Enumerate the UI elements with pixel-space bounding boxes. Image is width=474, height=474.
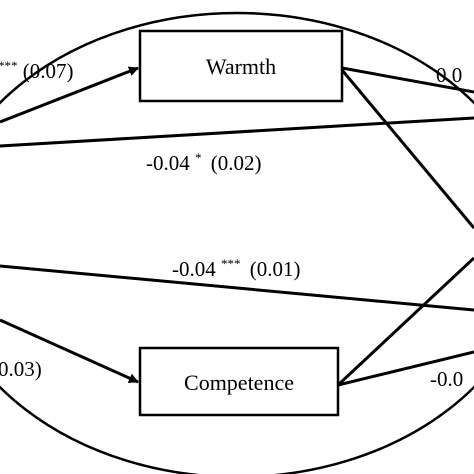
path-left-to-competence bbox=[0, 318, 139, 384]
outer-ellipse bbox=[0, 11, 474, 474]
warmth-node: Warmth bbox=[138, 29, 344, 103]
path-left-to-warmth bbox=[0, 66, 139, 124]
competence-node: Competence bbox=[138, 346, 340, 417]
coef-to-warmth-se: (0.07) bbox=[23, 59, 74, 83]
coef-to-competence-se: 0.03) bbox=[0, 357, 42, 381]
competence-label: Competence bbox=[184, 370, 294, 395]
path-competence-up-right bbox=[336, 256, 474, 387]
coef-direct-middle-stars: *** bbox=[221, 256, 241, 271]
coef-top-right: 0.0 bbox=[436, 63, 462, 87]
path-direct-middle bbox=[0, 264, 474, 312]
path-warmth-down-right bbox=[340, 69, 474, 229]
coef-direct-upper-stars: * bbox=[195, 150, 202, 165]
coef-direct-upper-value: -0.04 bbox=[146, 151, 190, 175]
coef-direct-upper: -0.04 * (0.02) bbox=[146, 143, 262, 175]
coef-direct-upper-se: (0.02) bbox=[211, 151, 262, 175]
coef-direct-middle-value: -0.04 bbox=[172, 257, 216, 281]
coef-to-competence: 0.03) bbox=[0, 357, 42, 381]
coef-to-warmth-stars: *** bbox=[0, 58, 18, 73]
path-direct-upper bbox=[0, 116, 474, 148]
coef-direct-middle: -0.04 *** (0.01) bbox=[172, 249, 301, 281]
coef-to-warmth: *** (0.07) bbox=[0, 51, 74, 83]
coef-bottom-right: -0.0 bbox=[430, 367, 463, 391]
coef-top-right-value: 0.0 bbox=[436, 63, 462, 87]
warmth-label: Warmth bbox=[206, 54, 276, 79]
path-warmth-to-right bbox=[341, 66, 474, 94]
coef-bottom-right-value: -0.0 bbox=[430, 367, 463, 391]
path-competence-to-right bbox=[337, 350, 474, 387]
coef-direct-middle-se: (0.01) bbox=[250, 257, 301, 281]
